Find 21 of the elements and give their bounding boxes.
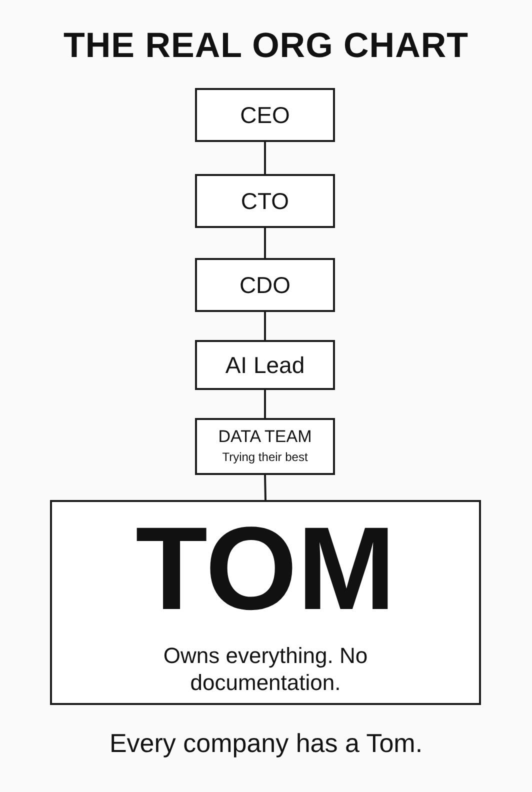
- connector-line: [264, 142, 266, 174]
- connector-line: [264, 474, 266, 500]
- role-box: [195, 258, 335, 312]
- role-box: [195, 340, 335, 390]
- role-box: [195, 88, 335, 142]
- role-title: AI Lead: [225, 352, 305, 378]
- role-box: [195, 174, 335, 228]
- role-description: Trying their best: [222, 450, 308, 465]
- role-title: CDO: [239, 272, 291, 298]
- caption: Every company has a Tom.: [108, 728, 424, 759]
- role-title: TOM: [135, 508, 396, 632]
- role-title: CEO: [240, 102, 290, 128]
- role-title: CTO: [240, 188, 290, 214]
- connector-line: [264, 390, 266, 418]
- role-box: [195, 418, 335, 475]
- connector-line: [264, 228, 266, 258]
- role-title: DATA TEAM: [218, 428, 312, 446]
- role-box: [50, 500, 481, 705]
- connector-line: [264, 312, 266, 340]
- role-description: Owns everything. No documentation.: [162, 642, 369, 697]
- chart-title: THE REAL ORG CHART: [62, 26, 470, 66]
